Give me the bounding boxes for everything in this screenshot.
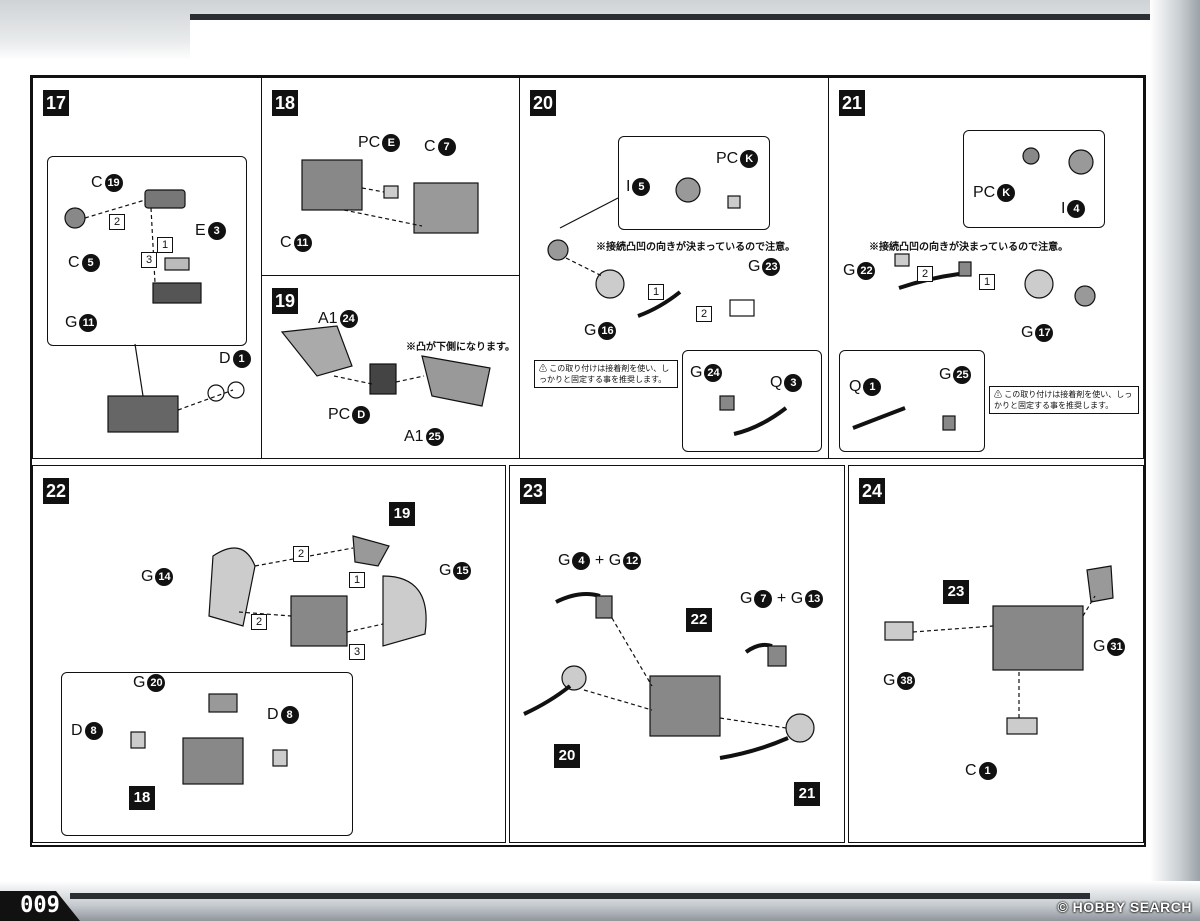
substep-1: 1	[157, 235, 173, 253]
subassembly-21: 21	[794, 782, 820, 806]
note-direction: ※接続凸凹の向きが決まっているので注意。	[869, 242, 1069, 253]
step-number: 22	[43, 478, 69, 504]
substep-2-left: 2	[251, 612, 267, 630]
substep-1: 1	[349, 570, 365, 588]
substep-2: 2	[696, 304, 712, 322]
adhesive-warning: ⚠ この取り付けは接着剤を使い、しっかりと固定する事を推奨します。	[989, 386, 1139, 414]
adhesive-warning: ⚠ この取り付けは接着剤を使い、しっかりと固定する事を推奨します。	[534, 360, 678, 388]
substep-2: 2	[109, 212, 125, 230]
top-frame	[0, 0, 1200, 66]
part-illustration	[280, 325, 491, 407]
part-illustration	[130, 535, 427, 785]
part-illustration	[64, 189, 245, 433]
substep-3: 3	[141, 250, 157, 268]
note-convex: ※凸が下側になります。	[406, 342, 515, 353]
step-number: 24	[859, 478, 885, 504]
subassembly-23: 23	[943, 580, 969, 604]
subassembly-19: 19	[389, 502, 415, 526]
substep-1: 1	[648, 282, 664, 300]
substep-3: 3	[349, 642, 365, 660]
bottom-frame	[0, 881, 1200, 921]
substep-1: 1	[979, 272, 995, 290]
part-illustration	[852, 147, 1096, 431]
step-number: 19	[272, 288, 298, 314]
step-number: 18	[272, 90, 298, 116]
part-illustration	[301, 159, 479, 234]
part-illustration	[547, 177, 788, 436]
right-frame	[1150, 0, 1200, 921]
watermark: © HOBBY SEARCH	[1057, 899, 1192, 915]
subassembly-18: 18	[129, 786, 155, 810]
substep-2: 2	[917, 264, 933, 282]
step-number: 17	[43, 90, 69, 116]
part-illustration	[523, 592, 815, 760]
subassembly-20: 20	[554, 744, 580, 768]
detail-callout	[61, 672, 353, 836]
step-number: 23	[520, 478, 546, 504]
substep-2-top: 2	[293, 544, 309, 562]
subassembly-22: 22	[686, 608, 712, 632]
detail-callout	[47, 156, 247, 346]
part-illustration	[884, 565, 1114, 735]
step-number: 21	[839, 90, 865, 116]
step-number: 20	[530, 90, 556, 116]
note-direction: ※接続凸凹の向きが決まっているので注意。	[596, 242, 796, 253]
